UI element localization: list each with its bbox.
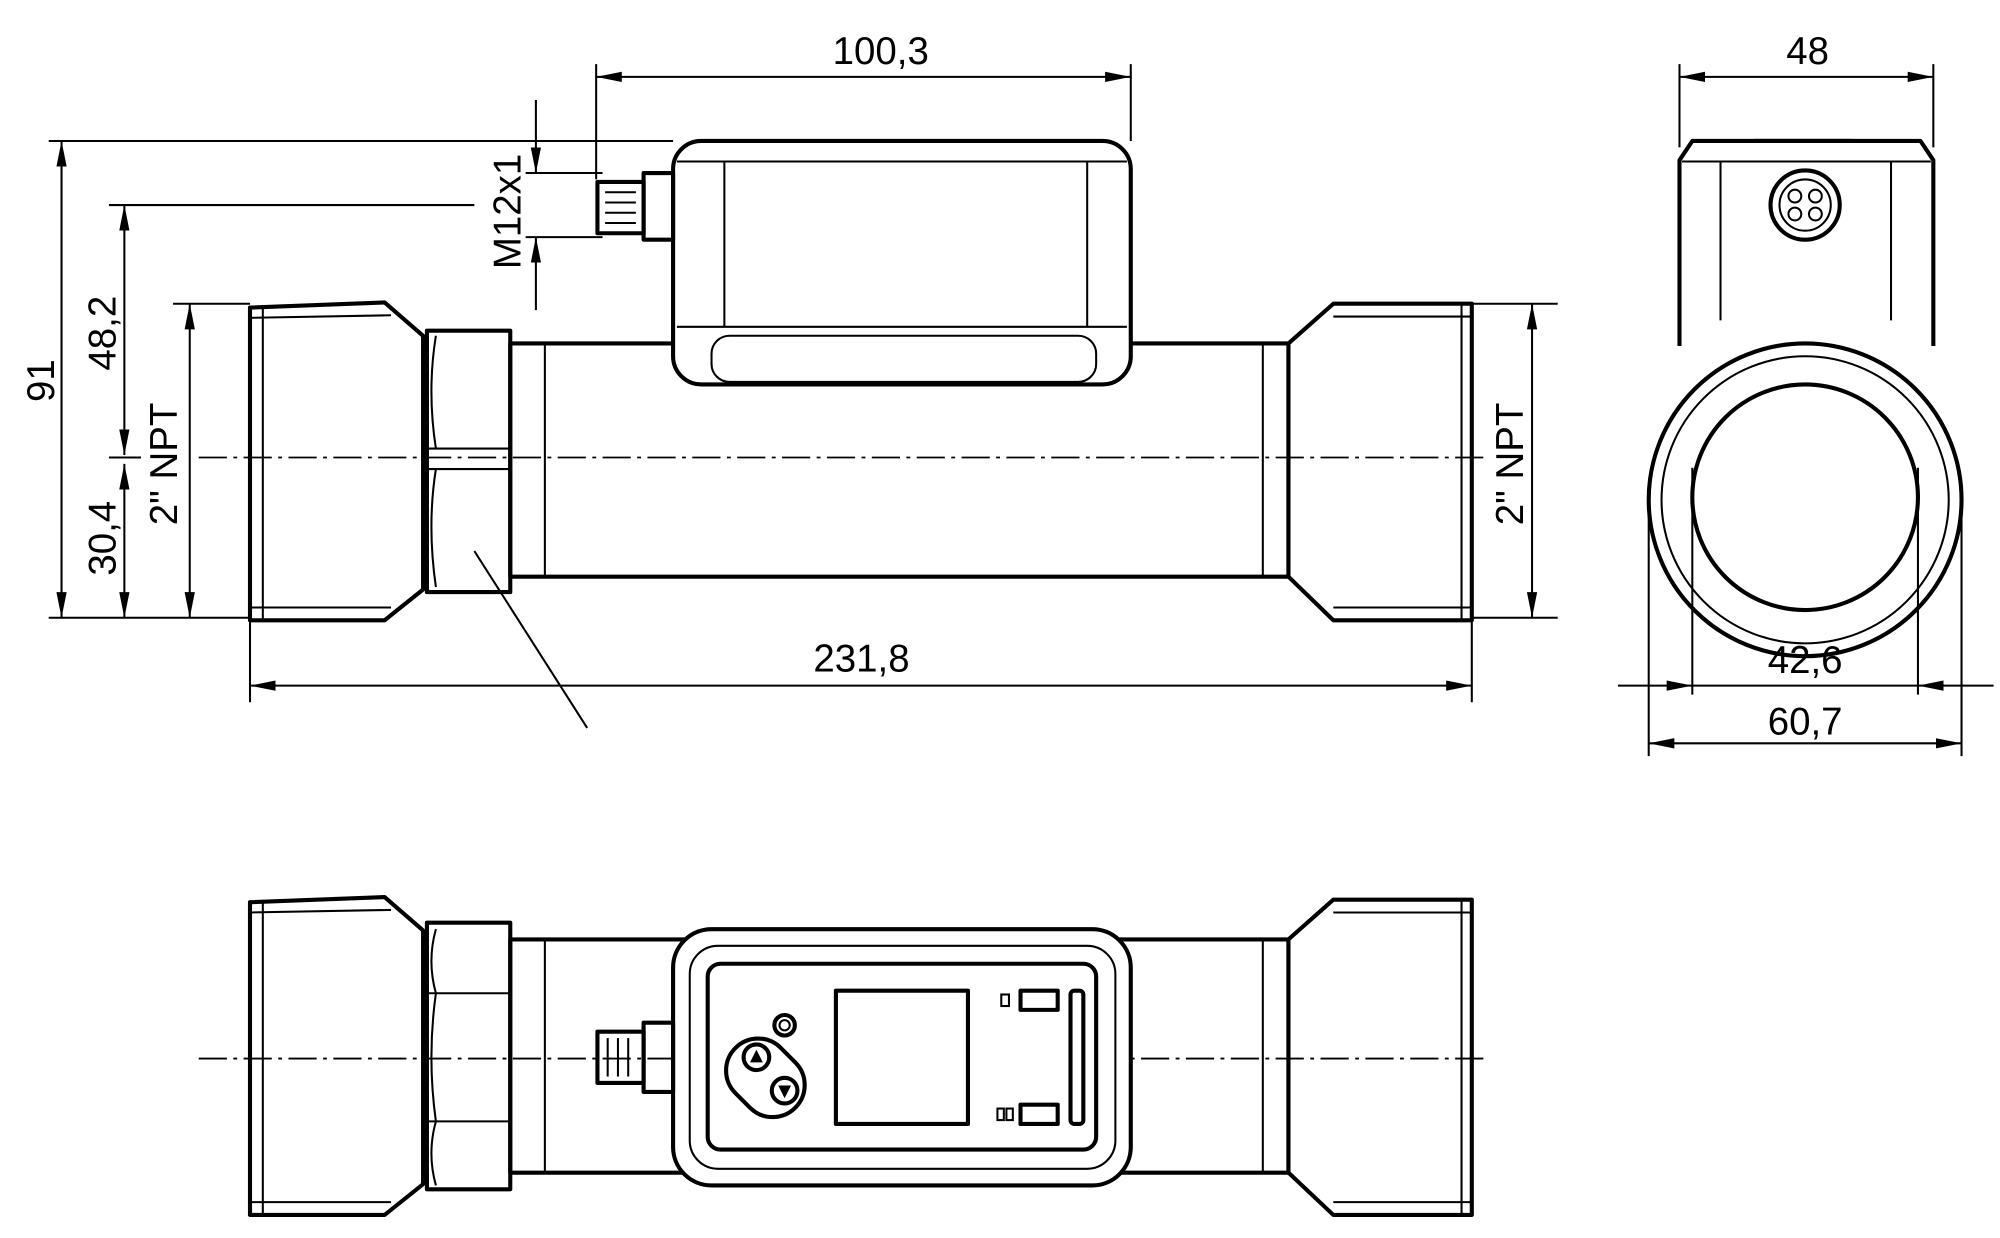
dim-connector-thread: M12x1 <box>487 154 530 269</box>
dim-outer-diameter: 60,7 <box>1768 700 1843 743</box>
up-button <box>741 1042 772 1073</box>
connector-top <box>595 1020 676 1094</box>
right-fitting <box>1286 301 1474 623</box>
left-fitting <box>247 300 426 623</box>
dim-housing-length: 100,3 <box>833 30 929 73</box>
led-2 <box>1018 1102 1060 1126</box>
dim-total-height: 91 <box>20 359 63 402</box>
dim-upper-height: 48,2 <box>81 296 124 371</box>
hex-nut <box>424 328 513 595</box>
down-button <box>769 1075 800 1106</box>
dim-lower-height: 30,4 <box>81 501 124 576</box>
button-pad <box>724 1036 807 1120</box>
end-view <box>1646 138 1964 659</box>
side-dimensions: 100,3 91 48,2 30,4 2" NPT M12x1 231,8 2"… <box>20 30 1558 703</box>
indicator-led <box>772 1012 797 1038</box>
dim-total-length: 231,8 <box>813 638 909 681</box>
hex-nut-top <box>424 920 513 1192</box>
side-view <box>198 138 1488 729</box>
dim-thread-left: 2" NPT <box>143 403 186 526</box>
dim-thread-right: 2" NPT <box>1489 403 1532 526</box>
connector-face <box>1768 168 1842 242</box>
top-view <box>198 895 1488 1217</box>
sensor-housing <box>671 138 1133 387</box>
display <box>833 988 971 1126</box>
dim-inner-diameter: 42,6 <box>1768 639 1843 682</box>
front-panel <box>705 961 1099 1152</box>
led-1 <box>1018 988 1060 1012</box>
end-dimensions: 48 42,6 60,7 <box>1617 30 1994 757</box>
leader-line <box>473 550 589 729</box>
dim-end-width: 48 <box>1786 30 1829 73</box>
bar-graph <box>1068 988 1086 1126</box>
connector <box>595 170 676 242</box>
